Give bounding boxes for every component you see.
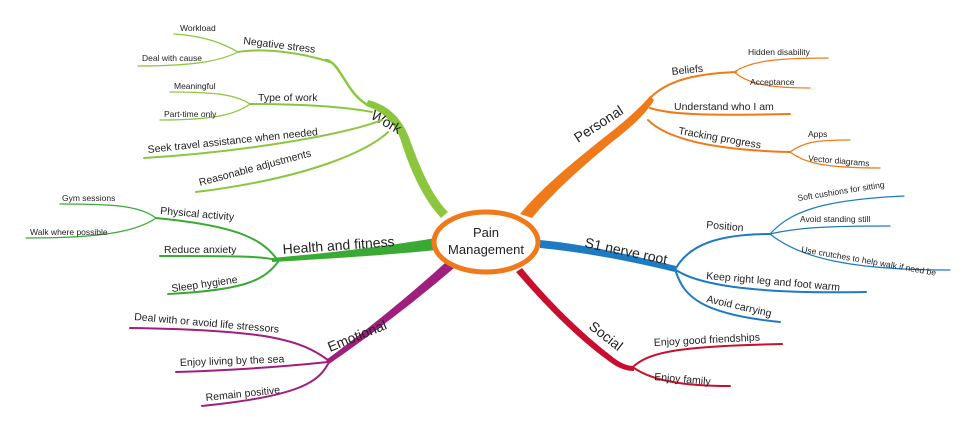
emotional-main-line (326, 262, 454, 364)
keep-warm-line (675, 269, 867, 294)
position-line (675, 233, 771, 269)
understand-label: Understand who I am (674, 101, 774, 113)
stressors-line (129, 327, 329, 361)
workload-label: Workload (180, 23, 216, 33)
understand-line (649, 107, 791, 116)
personal-main-line (520, 96, 654, 218)
soft-cushions-label: Soft cushions for sitting (797, 179, 886, 203)
social-branch: Social Enjoy good friendships Enjoy fami… (516, 268, 783, 388)
central-label-line-1: Pain (473, 225, 499, 240)
beliefs-label: Beliefs (671, 63, 704, 78)
health-fitness-branch: Health and fitness Physical activity Gym… (25, 193, 436, 295)
hidden-disability-line (733, 57, 829, 73)
meaningful-label: Meaningful (174, 81, 216, 91)
workload-line (173, 33, 239, 53)
stressors-label: Deal with or avoid life stressors (134, 311, 280, 336)
hidden-disability-label: Hidden disability (748, 47, 811, 57)
sleep-hygiene-line (167, 261, 279, 295)
remain-positive-line (201, 363, 329, 407)
soft-cushions-line (769, 195, 905, 235)
friendships-line (633, 343, 783, 367)
walk-where-possible-line (25, 217, 157, 239)
acceptance-label: Acceptance (750, 77, 795, 87)
negative-stress-line (237, 49, 331, 63)
meaningful-line (169, 91, 251, 105)
acceptance-line (733, 71, 811, 89)
crutches-line (769, 233, 951, 271)
s1-nerve-root-label: S1 nerve root (583, 234, 669, 267)
physical-activity-label: Physical activity (160, 205, 236, 223)
type-of-work-label: Type of work (258, 92, 318, 104)
beliefs-line (649, 71, 737, 99)
s1-nerve-root-branch: S1 nerve root Position Soft cushions for… (540, 179, 951, 323)
avoid-standing-line-label: Avoid standing still (800, 214, 870, 224)
central-node: Pain Management (431, 209, 541, 275)
negative-stress-label: Negative stress (243, 35, 316, 56)
avoid-carrying-line (675, 271, 781, 323)
gym-sessions-line (59, 203, 157, 219)
s1-main-line (540, 240, 676, 272)
physical-activity-line (155, 217, 277, 259)
health-fitness-label: Health and fitness (282, 233, 395, 257)
vector-diagrams-line (789, 151, 881, 169)
reasonable-adjustments-line (195, 131, 389, 193)
friendships-label: Enjoy good friendships (654, 331, 761, 349)
walk-where-possible-label: Walk where possible (30, 227, 108, 237)
social-main-line (516, 268, 634, 371)
living-by-sea-label: Enjoy living by the sea (180, 353, 285, 369)
avoid-standing-line (769, 225, 891, 235)
deal-with-cause-label: Deal with cause (142, 53, 202, 63)
work-main-underline (324, 58, 368, 106)
crutches-label: Use crutches to help walk if need be (801, 244, 937, 278)
work-branch: Work Negative stress Workload Deal with … (137, 23, 448, 218)
family-line (633, 367, 731, 387)
deal-with-cause-line (137, 51, 239, 67)
travel-assistance-line (143, 119, 383, 159)
apps-label: Apps (808, 129, 827, 139)
family-label: Enjoy family (654, 371, 712, 388)
apps-line (789, 139, 851, 153)
part-time-only-label: Part-time only (164, 109, 217, 119)
emotional-label: Emotional (325, 317, 389, 355)
reduce-anxiety-line (159, 255, 277, 261)
gym-sessions-label: Gym sessions (62, 193, 115, 203)
tracking-line (647, 119, 791, 153)
living-by-sea-line (175, 361, 329, 373)
work-main-line (366, 100, 448, 218)
position-label: Position (706, 219, 744, 234)
social-label: Social (586, 318, 626, 354)
health-main-line (272, 238, 436, 262)
central-ring (431, 209, 541, 275)
personal-label: Personal (571, 102, 626, 146)
type-of-work-line (249, 103, 373, 113)
reduce-anxiety-label: Reduce anxiety (164, 244, 237, 256)
central-label-line-2: Management (448, 242, 524, 257)
part-time-only-line (159, 103, 251, 121)
